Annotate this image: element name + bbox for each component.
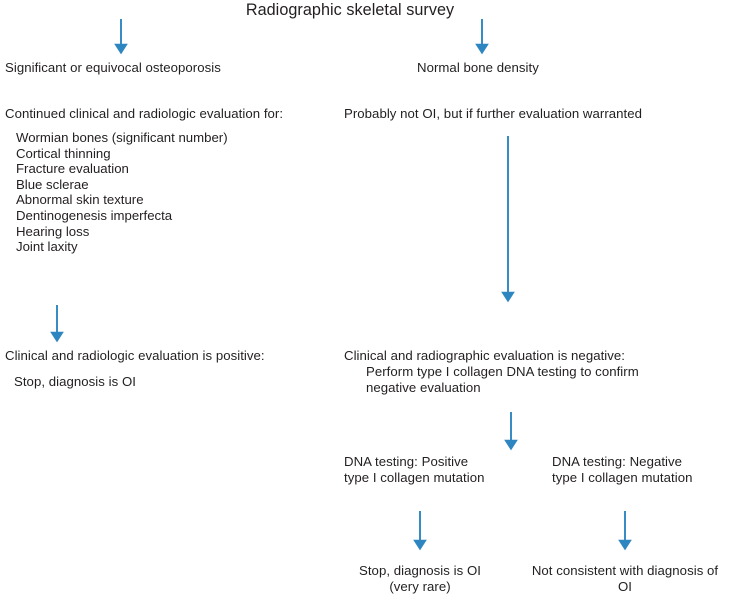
list-item: Joint laxity <box>16 239 78 255</box>
list-item: Hearing loss <box>16 223 90 239</box>
list-item: Fracture evaluation <box>16 161 129 177</box>
dna-positive-line2: type I collagen mutation <box>344 470 485 485</box>
right-negative-heading: Clinical and radiographic evaluation is … <box>344 348 626 363</box>
left-branch-label: Significant or equivocal osteoporosis <box>5 60 221 75</box>
dna-positive-line1: DNA testing: Positive <box>344 454 469 469</box>
left-outcome-action: Stop, diagnosis is OI <box>14 374 136 389</box>
list-item: Abnormal skin texture <box>16 192 144 208</box>
page-title: Radiographic skeletal survey <box>245 1 455 19</box>
list-item: Cortical thinning <box>16 145 111 161</box>
result-negative-line1: Not consistent with diagnosis of <box>531 563 719 578</box>
result-negative-line2: OI <box>617 579 633 594</box>
left-eval-list: Wormian bones (significant number) Corti… <box>16 130 228 255</box>
list-item: Wormian bones (significant number) <box>16 130 228 145</box>
list-item: Blue sclerae <box>16 176 89 192</box>
dna-negative-line1: DNA testing: Negative <box>552 454 683 469</box>
result-positive-line2: (very rare) <box>389 579 451 594</box>
right-eval-note: Probably not OI, but if further evaluati… <box>344 106 643 121</box>
right-negative-action-line2: negative evaluation <box>366 380 481 395</box>
result-positive-line1: Stop, diagnosis is OI <box>359 563 481 578</box>
right-negative-action-line1: Perform type I collagen DNA testing to c… <box>366 364 639 379</box>
left-outcome-heading: Clinical and radiologic evaluation is po… <box>5 348 265 363</box>
left-eval-heading: Continued clinical and radiologic evalua… <box>5 106 284 121</box>
dna-negative-line2: type I collagen mutation <box>552 470 693 485</box>
list-item: Dentinogenesis imperfecta <box>16 207 173 223</box>
right-branch-label: Normal bone density <box>417 60 539 75</box>
